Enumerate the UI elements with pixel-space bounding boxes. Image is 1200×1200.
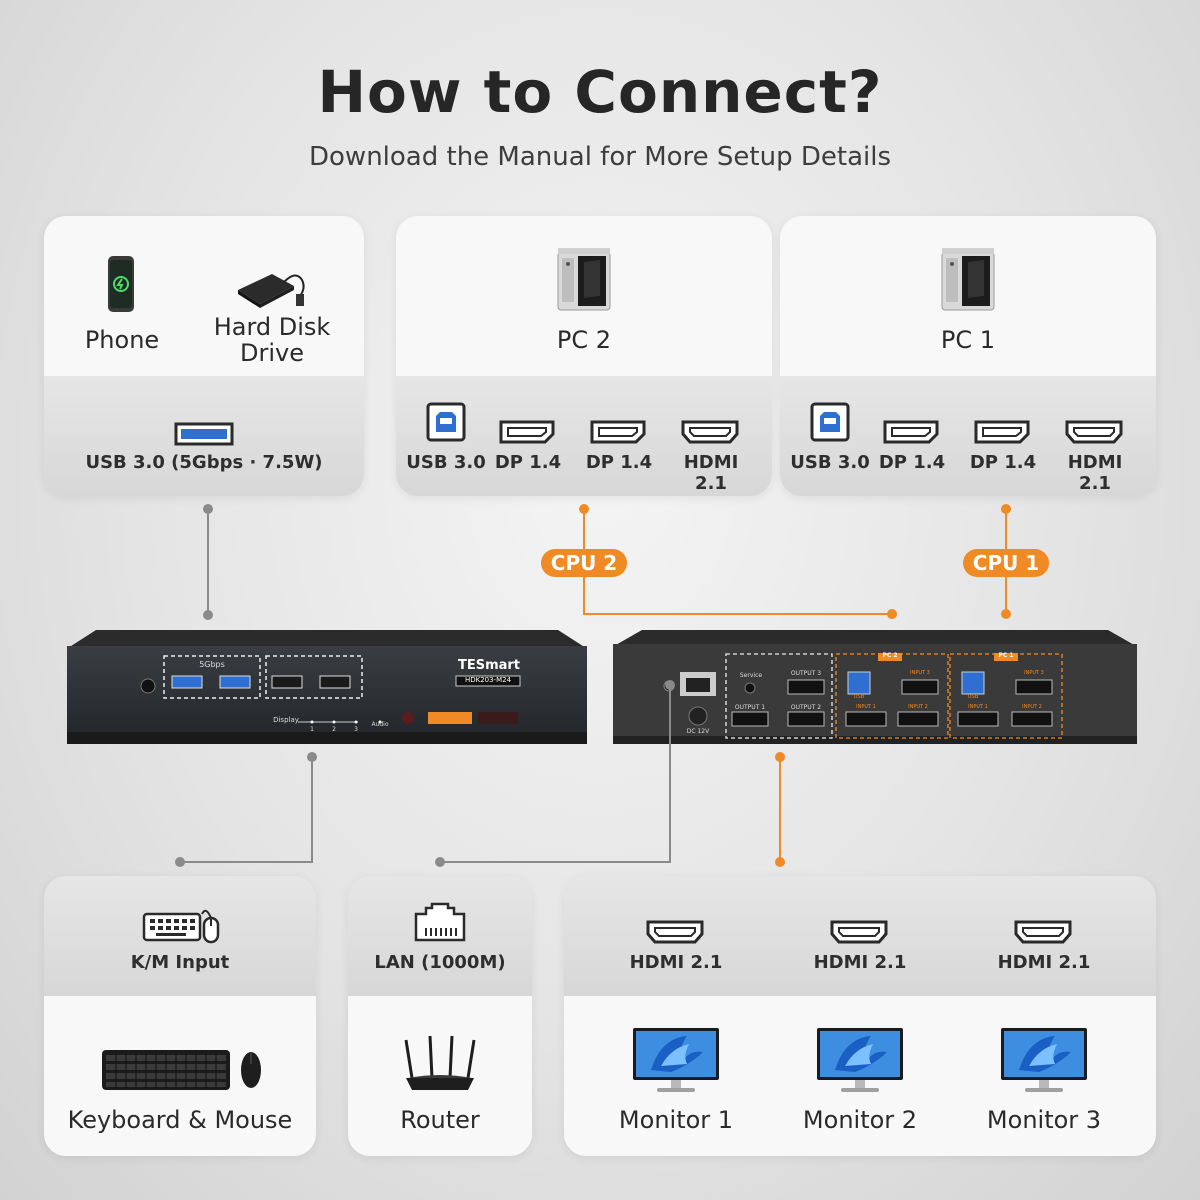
monitors-card: HDMI 2.1 HDMI 2.1 HDMI 2.1 Monitor 1 Mon… — [564, 876, 1156, 1156]
dp-port-icon — [499, 420, 555, 444]
lan-card: LAN (1000M) Router — [348, 876, 532, 1156]
hdmi-port-icon — [681, 420, 739, 444]
connector-dot — [435, 857, 445, 867]
pc2-card: PC 2 USB 3.0 DP 1.4 DP 1.4 HDMI 2.1 — [396, 216, 772, 496]
pc1-label: PC 1 — [940, 326, 996, 354]
pc1-port-label: USB 3.0 — [790, 452, 870, 473]
display-number: 1 — [310, 726, 314, 733]
input1-label: INPUT 1 — [968, 704, 988, 710]
km-wire — [179, 861, 313, 863]
pc-tower-icon — [557, 247, 611, 311]
hard-disk-drive-icon — [238, 274, 305, 308]
usb-a-port-icon — [174, 422, 234, 446]
pc1-port-label: DP 1.4 — [878, 452, 946, 473]
input3-label: INPUT 3 — [910, 670, 930, 676]
output3-label: OUTPUT 3 — [790, 670, 822, 677]
pc2-label: PC 2 — [556, 326, 612, 354]
input2-label: INPUT 2 — [1022, 704, 1042, 710]
display-number: 2 — [332, 726, 336, 733]
pc2-port-label: DP 1.4 — [585, 452, 653, 473]
monitor-port-label: HDMI 2.1 — [629, 952, 723, 973]
display-label: Display — [273, 716, 299, 724]
router-label: Router — [400, 1106, 480, 1134]
dc-label: DC 12V — [686, 728, 710, 735]
pc1-port-label: HDMI 2.1 — [1067, 452, 1123, 494]
hdmi-port-icon — [830, 920, 888, 944]
cpu2-badge: CPU 2 — [541, 549, 627, 577]
lan-wire — [439, 861, 671, 863]
usb-speed-label: 5Gbps — [199, 660, 225, 669]
km-card: K/M Input Keyboard & Mouse — [44, 876, 316, 1156]
usb-wire — [207, 509, 209, 615]
keyboard-icon — [102, 1050, 230, 1090]
pc2-port-label: DP 1.4 — [494, 452, 562, 473]
usb-3-port-label: USB 3.0 (5Gbps · 7.5W) — [85, 452, 323, 473]
pc2-port-label: USB 3.0 — [406, 452, 486, 473]
keyboard-mouse-label: Keyboard & Mouse — [67, 1106, 293, 1134]
input3-label: INPUT 3 — [1024, 670, 1044, 676]
monitor-icon — [817, 1028, 903, 1092]
usb-label: USB — [853, 694, 865, 700]
pc1-card: PC 1 USB 3.0 DP 1.4 DP 1.4 HDMI 2.1 — [780, 216, 1156, 496]
pc1-tag: PC 1 — [998, 652, 1014, 659]
page-subtitle: Download the Manual for More Setup Detai… — [309, 142, 891, 172]
cpu1-badge: CPU 1 — [963, 549, 1049, 577]
connector-dot — [203, 610, 213, 620]
router-icon — [404, 1035, 476, 1090]
cpu2-wire — [583, 613, 893, 615]
cpu1-connector-dot — [1001, 609, 1011, 619]
display-number: 3 — [354, 726, 358, 733]
mouse-icon — [241, 1052, 261, 1088]
brand-logo: TESmart — [457, 658, 521, 673]
lan-wire — [669, 685, 671, 863]
connector-dot — [175, 857, 185, 867]
pc1-port-label: DP 1.4 — [969, 452, 1037, 473]
output2-label: OUTPUT 2 — [790, 704, 822, 711]
keyboard-mouse-icon — [142, 909, 220, 944]
kvm-front-panel: 5Gbps TESmart HDK203-M24 Display 1 2 3 A… — [66, 628, 588, 746]
model-label: HDK203-M24 — [464, 676, 512, 684]
phone-icon — [108, 256, 134, 312]
monitor-label: Monitor 2 — [802, 1106, 918, 1134]
input1-label: INPUT 1 — [856, 704, 876, 710]
cpu2-connector-dot — [887, 609, 897, 619]
service-label: Service — [739, 672, 763, 679]
input2-label: INPUT 2 — [908, 704, 928, 710]
output1-label: OUTPUT 1 — [734, 704, 766, 711]
audio-label: Audio — [371, 721, 389, 728]
hdmi-port-icon — [646, 920, 704, 944]
monitor-port-label: HDMI 2.1 — [813, 952, 907, 973]
pc2-port-label: HDMI 2.1 — [683, 452, 739, 494]
usb-label: USB — [967, 694, 979, 700]
phone-label: Phone — [84, 326, 160, 354]
monitor-icon — [1001, 1028, 1087, 1092]
usb-device-card: Phone Hard Disk Drive USB 3.0 (5Gbps · 7… — [44, 216, 364, 496]
usb-b-port-icon — [810, 402, 850, 442]
monitor-port-label: HDMI 2.1 — [997, 952, 1091, 973]
monitor-label: Monitor 3 — [986, 1106, 1102, 1134]
pc-tower-icon — [941, 247, 995, 311]
ethernet-port-icon — [414, 902, 466, 942]
kvm-rear-panel: Service DC 12V OUTPUT 3 OUTPUT 1 OUTPUT … — [612, 628, 1138, 746]
km-wire — [311, 757, 313, 863]
dp-port-icon — [974, 420, 1030, 444]
dp-port-icon — [883, 420, 939, 444]
km-port-label: K/M Input — [130, 952, 230, 973]
monitor-connector-dot — [775, 857, 785, 867]
page-title: How to Connect? — [317, 58, 883, 126]
lan-port-label: LAN (1000M) — [374, 952, 506, 973]
monitor-label: Monitor 1 — [618, 1106, 734, 1134]
hard-disk-drive-label: Hard Disk Drive — [213, 313, 331, 367]
hdmi-port-icon — [1014, 920, 1072, 944]
dp-port-icon — [590, 420, 646, 444]
monitor-icon — [633, 1028, 719, 1092]
pc2-tag: PC 2 — [882, 652, 898, 659]
usb-b-port-icon — [426, 402, 466, 442]
monitor-wire — [779, 757, 781, 863]
hdmi-port-icon — [1065, 420, 1123, 444]
